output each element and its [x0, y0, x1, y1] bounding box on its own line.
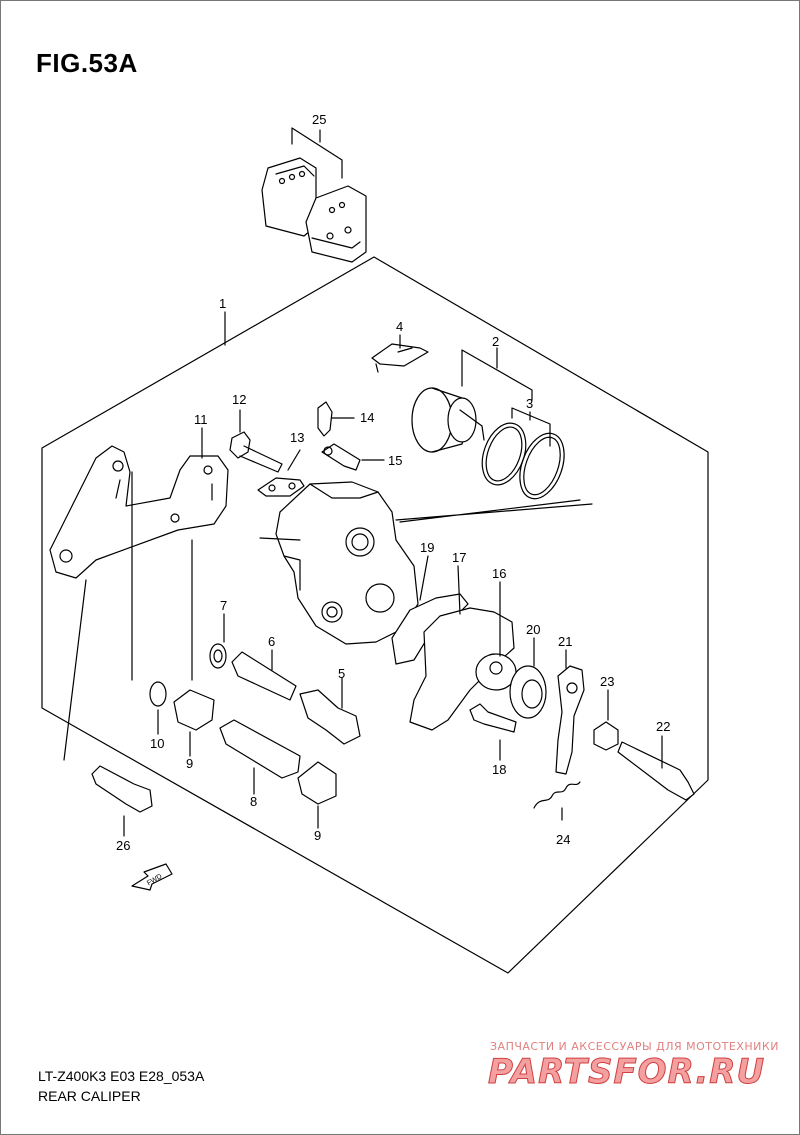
bleeder-valve	[317, 401, 385, 471]
callout-1: 1	[219, 296, 226, 311]
model-code: LT-Z400K3 E03 E28_053A	[38, 1068, 205, 1084]
piston-and-seals	[411, 347, 565, 500]
callout-11: 11	[194, 412, 208, 427]
bolt-12	[229, 409, 283, 473]
callout-21: 21	[558, 634, 572, 649]
callout-16: 16	[492, 566, 506, 581]
callout-7: 7	[220, 598, 227, 613]
callout-12: 12	[232, 392, 246, 407]
spring-24	[533, 781, 581, 821]
figure-name: REAR CALIPER	[38, 1088, 141, 1104]
callout-22: 22	[656, 719, 670, 734]
fwd-arrow-icon	[131, 863, 173, 891]
callout-15: 15	[388, 453, 402, 468]
callout-6: 6	[268, 634, 275, 649]
caliper-body	[259, 481, 593, 645]
callout-23: 23	[600, 674, 614, 689]
callout-9b: 9	[314, 828, 321, 843]
fwd-label: FWD	[146, 873, 163, 887]
callout-9a: 9	[186, 756, 193, 771]
callout-26: 26	[116, 838, 130, 853]
bolt-26	[63, 579, 153, 837]
callout-2: 2	[492, 334, 499, 349]
assembly-outline	[41, 256, 709, 974]
slide-pins-and-boots	[131, 471, 361, 829]
callout-5: 5	[338, 666, 345, 681]
callout-19: 19	[420, 540, 434, 555]
callout-24: 24	[556, 832, 570, 847]
parking-lever	[555, 649, 695, 801]
figure-title: FIG.53A	[36, 48, 138, 78]
callout-18: 18	[492, 762, 506, 777]
parts-16-20-18	[469, 581, 547, 761]
pad-spring-clip	[371, 334, 429, 373]
callout-10: 10	[150, 736, 164, 751]
callout-8: 8	[250, 794, 257, 809]
watermark-tagline: ЗАПЧАСТИ И АКСЕССУАРЫ ДЛЯ МОТОТЕХНИКИ	[490, 1040, 779, 1053]
callout-20: 20	[526, 622, 540, 637]
callout-17: 17	[452, 550, 466, 565]
caliper-bracket	[49, 427, 229, 579]
callout-3: 3	[526, 396, 533, 411]
watermark-logo: PARTSFOR.RU	[487, 1052, 766, 1093]
callout-13: 13	[290, 430, 304, 445]
brake-pads	[261, 127, 367, 263]
plate-13	[257, 449, 305, 497]
callout-25: 25	[312, 112, 326, 127]
callout-4: 4	[396, 319, 403, 334]
callout-14: 14	[360, 410, 374, 425]
